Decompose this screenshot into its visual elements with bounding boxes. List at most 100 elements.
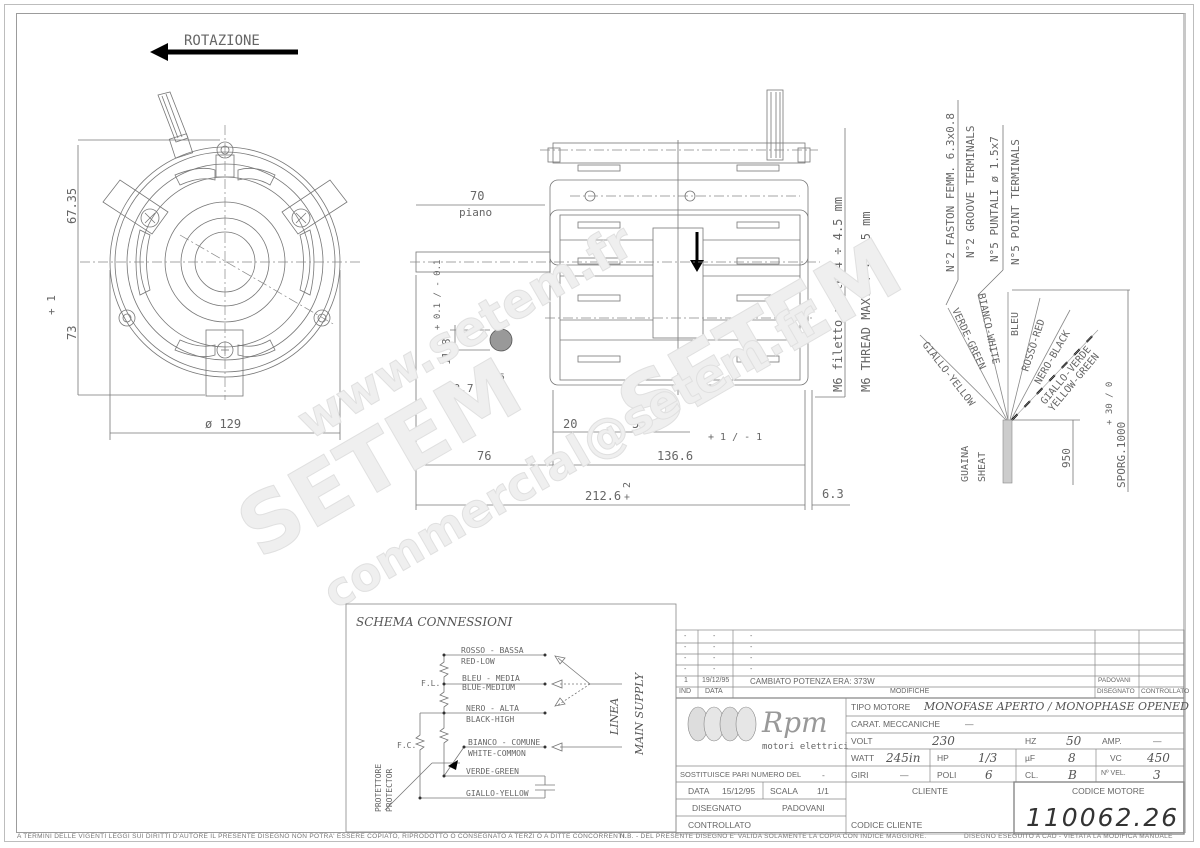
controllato-label: CONTROLLATO <box>688 820 751 830</box>
rotation-indicator: ROTAZIONE <box>150 33 298 61</box>
dim-136-6-tol: + 1 / - 1 <box>708 432 762 443</box>
cl-label: CL. <box>1025 770 1039 780</box>
dim-73: 73 <box>65 326 79 340</box>
sheath-it: GUAINA <box>960 446 971 482</box>
schema-row-bianco-it: BIANCO - COMUNE <box>468 738 540 747</box>
schema-row-bianco-en: WHITE-COMMON <box>468 749 526 758</box>
scala-value: 1/1 <box>817 786 829 796</box>
tipo-motore-value: MONOFASE APERTO / MONOPHASE OPENED <box>924 700 1189 713</box>
codice-motore-value: 110062.26 <box>1026 803 1179 832</box>
dim-70: 70 <box>470 189 484 203</box>
brand-subtitle: motori elettrici <box>762 742 849 752</box>
rev-ind: - <box>684 666 687 673</box>
rev-data: - <box>713 633 716 640</box>
poli-label: POLI <box>937 770 957 780</box>
codice-motore-label: CODICE MOTORE <box>1072 786 1145 796</box>
volt-value: 230 <box>932 734 955 748</box>
carat-value: — <box>965 719 974 729</box>
rev-ind: - <box>684 655 687 662</box>
title-block-grid <box>675 629 1185 835</box>
data-label: DATA <box>688 786 710 796</box>
schema-linea: LINEA <box>608 698 621 736</box>
nvel-value: 3 <box>1153 768 1161 782</box>
giri-label: GIRI <box>851 770 869 780</box>
schema-row-bleu-it: BLEU - MEDIA <box>462 674 520 683</box>
watt-value: 245in <box>886 751 921 765</box>
terminal-note-2: N°2 GROOVE TERMINALS <box>964 126 977 258</box>
volt-label: VOLT <box>851 736 873 746</box>
dim-11-8: 11.8 <box>440 339 453 366</box>
vc-label: VC <box>1110 753 1122 763</box>
uf-label: µF <box>1025 753 1036 763</box>
dim-h5: h5 <box>494 373 505 383</box>
arrow-left-icon <box>150 43 168 61</box>
wire-bleu: BLEU <box>1010 312 1021 336</box>
rev-ind: - <box>684 644 687 651</box>
dim-212-6-tol: + 2 <box>622 482 633 500</box>
brand-name: Rpm <box>761 706 828 739</box>
terminal-note-1: N°2 FASTON FEMM. 6.3x0.8 <box>944 113 957 272</box>
thread-note-en: M6 THREAD MAX. 4 ÷ 4.5 mm <box>859 211 873 392</box>
dim-950: 950 <box>1060 448 1073 468</box>
rev-data: - <box>713 655 716 662</box>
dim-55: 55 <box>632 417 646 431</box>
amp-label: AMP. <box>1102 736 1122 746</box>
cable-detail: N°2 FASTON FEMM. 6.3x0.8 N°2 GROOVE TERM… <box>920 100 1130 492</box>
rev-header-data: DATA <box>705 688 723 695</box>
dim-67-35: 67.35 <box>65 188 79 224</box>
schema-fl: F.L. <box>421 679 440 688</box>
schema-row-nero-en: BLACK-HIGH <box>466 715 514 724</box>
scala-label: SCALA <box>770 786 798 796</box>
hz-label: HZ <box>1025 736 1037 746</box>
rev-data: - <box>713 644 716 651</box>
schema-protector-it: PROTETTORE <box>374 764 383 812</box>
codice-cliente-label: CODICE CLIENTE <box>851 820 923 830</box>
vc-value: 450 <box>1147 751 1170 765</box>
amp-value: — <box>1153 736 1162 746</box>
rev-ind: - <box>684 633 687 640</box>
terminal-note-3: N°5 PUNTALI ø 1.5x7 <box>988 136 1001 262</box>
rev-data: 19/12/95 <box>702 677 730 684</box>
sostituisce-label: SOSTITUISCE PARI NUMERO DEL <box>680 770 802 779</box>
carat-label: CARAT. MECCANICHE <box>851 719 941 729</box>
sheet-inner-border <box>16 13 1186 833</box>
disegnato-label: DISEGNATO <box>692 803 742 813</box>
dim-136-6: 136.6 <box>657 449 693 463</box>
dim-piano: piano <box>459 206 492 219</box>
dim-6-3: 6.3 <box>822 487 844 501</box>
rev-disegnato: PADOVANI <box>1098 677 1131 684</box>
dim-sporg-1000: SPORG.1000 <box>1115 422 1128 488</box>
dim-73-tol: + 1 <box>45 295 58 315</box>
cliente-label: CLIENTE <box>912 786 948 796</box>
schema-main-supply: MAIN SUPPLY <box>633 671 646 756</box>
tipo-motore-label: TIPO MOTORE <box>851 702 911 712</box>
sheath-en: SHEAT <box>977 452 988 482</box>
rev-header-controllato: CONTROLLATO <box>1141 688 1190 695</box>
rev-desc: - <box>750 655 753 662</box>
disegnato-value: PADOVANI <box>782 803 825 813</box>
cl-value: B <box>1068 768 1077 782</box>
thread-note-it: M6 filetto utile 4 ÷ 4.5 mm <box>831 197 845 392</box>
rev-data: - <box>713 666 716 673</box>
rev-header-modifiche: MODIFICHE <box>890 688 930 695</box>
rpm-logo: Rpm motori elettrici <box>687 706 849 752</box>
dim-20: 20 <box>563 417 577 431</box>
dim-76: 76 <box>477 449 491 463</box>
schema-row-rosso-it: ROSSO - BASSA <box>461 646 524 655</box>
rotation-label: ROTAZIONE <box>184 33 260 49</box>
rev-header-disegnato: DISEGNATO <box>1097 688 1135 695</box>
footer-cad: DISEGNO ESEGUITO A CAD - VIETATA LA MODI… <box>964 833 1173 840</box>
rev-desc: - <box>750 633 753 640</box>
sostituisce-value: - <box>822 770 825 780</box>
schema-verde: VERDE-GREEN <box>466 767 519 776</box>
terminal-note-4: N°5 POINT TERMINALS <box>1009 139 1022 265</box>
data-value: 15/12/95 <box>722 786 756 796</box>
schema-row-nero-it: NERO - ALTA <box>466 704 519 713</box>
dim-12-7: 12.7 <box>447 382 474 395</box>
uf-value: 8 <box>1068 751 1076 765</box>
schema-giallo: GIALLO-YELLOW <box>466 789 529 798</box>
hp-label: HP <box>937 753 949 763</box>
dim-11-8-tol: + 0.1 / - 0.1 <box>433 260 443 330</box>
rev-desc: - <box>750 666 753 673</box>
